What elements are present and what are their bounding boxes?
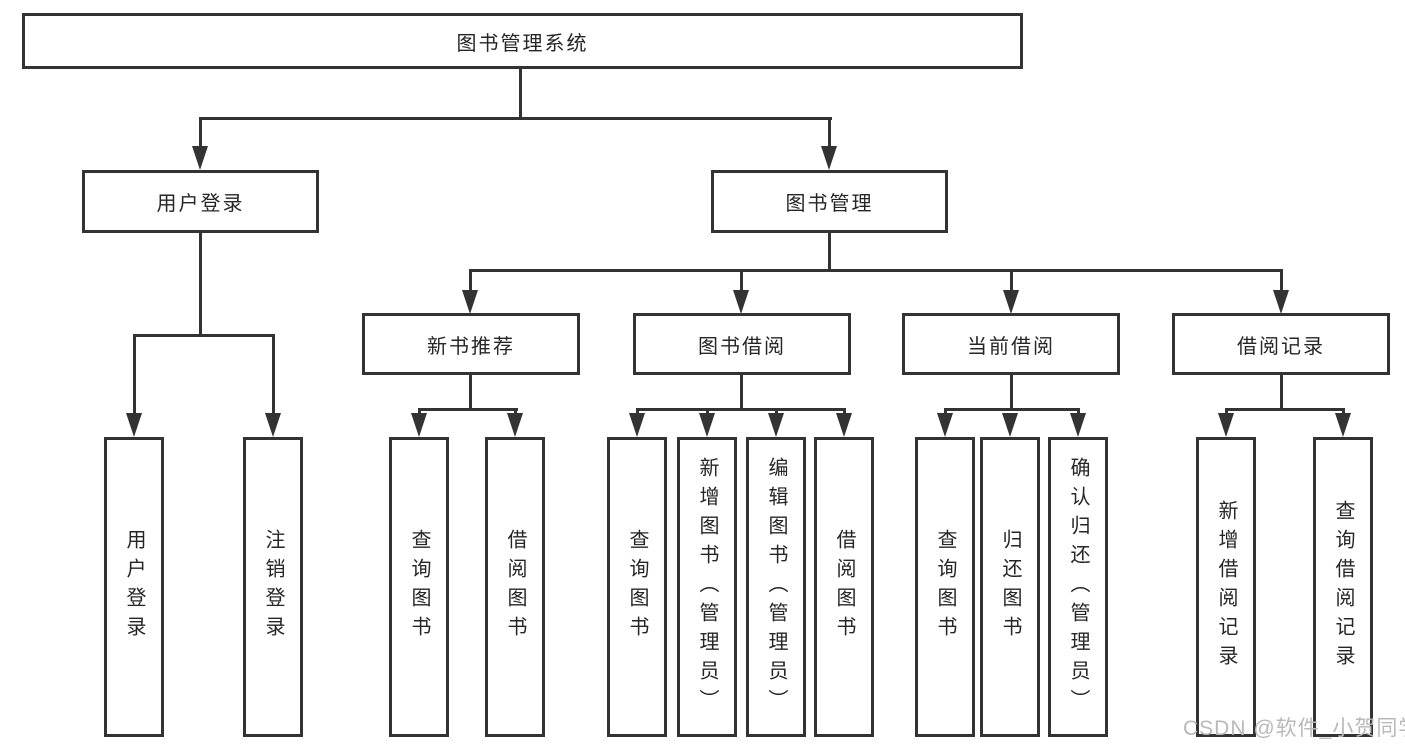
leaf-confirm-return-admin: 确认归还（管理员） (1048, 437, 1108, 737)
leaf-query-borrow-record: 查询借阅记录 (1313, 437, 1373, 737)
arrow-down-icon (629, 413, 645, 437)
arrow-down-icon (733, 290, 749, 314)
leaf-add-borrow-record: 新增借阅记录 (1196, 437, 1256, 737)
node-new-book-recommend: 新书推荐 (362, 313, 580, 375)
leaf-query-books-borrow: 查询图书 (607, 437, 667, 737)
node-book-borrow-label: 图书借阅 (698, 335, 786, 358)
connector-line (1225, 408, 1345, 411)
node-root-label: 图书管理系统 (456, 32, 589, 55)
node-current-borrow: 当前借阅 (902, 313, 1120, 375)
node-borrow-records: 借阅记录 (1172, 313, 1390, 375)
connector-line (1010, 269, 1013, 293)
connector-line (1280, 375, 1283, 411)
arrow-down-icon (1218, 413, 1234, 437)
leaf-confirm-return-admin-label: 确认归还（管理员） (1067, 456, 1089, 718)
leaf-borrow-books-label: 借阅图书 (833, 529, 855, 645)
leaf-borrow-books-recommend-label: 借阅图书 (504, 529, 526, 645)
connector-line (469, 269, 1283, 272)
arrow-down-icon (1070, 413, 1086, 437)
arrow-down-icon (411, 413, 427, 437)
node-new-book-recommend-label: 新书推荐 (427, 335, 515, 358)
arrow-down-icon (821, 146, 837, 170)
node-root: 图书管理系统 (22, 13, 1023, 69)
connector-line (740, 375, 743, 411)
connector-line (1280, 269, 1283, 293)
node-book-management-label: 图书管理 (785, 193, 874, 215)
connector-line (418, 408, 518, 411)
leaf-borrow-books-recommend: 借阅图书 (485, 437, 545, 737)
connector-line (828, 117, 831, 149)
connector-line (199, 233, 202, 337)
leaf-edit-books-admin: 编辑图书（管理员） (746, 437, 806, 737)
leaf-query-books-borrow-label: 查询图书 (626, 529, 648, 645)
arrow-down-icon (192, 146, 208, 170)
connector-line (133, 334, 136, 416)
leaf-logout: 注销登录 (243, 437, 303, 737)
node-user-login: 用户登录 (82, 170, 319, 233)
leaf-return-books-label: 归还图书 (999, 529, 1021, 645)
connector-line (944, 408, 1080, 411)
leaf-query-books-current-label: 查询图书 (934, 529, 956, 645)
node-borrow-records-label: 借阅记录 (1237, 335, 1325, 358)
node-current-borrow-label: 当前借阅 (967, 335, 1055, 358)
arrow-down-icon (1273, 290, 1289, 314)
arrow-down-icon (126, 413, 142, 437)
node-user-login-label: 用户登录 (156, 193, 245, 215)
leaf-query-books-recommend-label: 查询图书 (408, 529, 430, 645)
connector-line (199, 117, 832, 120)
connector-line (199, 117, 202, 149)
arrow-down-icon (1335, 413, 1351, 437)
node-book-borrow: 图书借阅 (633, 313, 851, 375)
leaf-query-borrow-record-label: 查询借阅记录 (1332, 500, 1354, 674)
arrow-down-icon (768, 413, 784, 437)
leaf-add-books-admin: 新增图书（管理员） (677, 437, 737, 737)
connector-line (519, 68, 522, 120)
leaf-logout-label: 注销登录 (262, 529, 284, 645)
arrow-down-icon (462, 290, 478, 314)
node-book-management: 图书管理 (711, 170, 948, 233)
connector-line (469, 375, 472, 411)
leaf-borrow-books: 借阅图书 (814, 437, 874, 737)
arrow-down-icon (937, 413, 953, 437)
arrow-down-icon (1003, 290, 1019, 314)
connector-line (272, 334, 275, 416)
arrow-down-icon (1002, 413, 1018, 437)
csdn-watermark: CSDN @软件_小贺同学 (1183, 717, 1405, 740)
connector-line (636, 408, 846, 411)
leaf-query-books-recommend: 查询图书 (389, 437, 449, 737)
leaf-add-books-admin-label: 新增图书（管理员） (696, 456, 718, 718)
arrow-down-icon (265, 413, 281, 437)
connector-line (740, 269, 743, 293)
leaf-edit-books-admin-label: 编辑图书（管理员） (765, 456, 787, 718)
connector-line (1010, 375, 1013, 411)
connector-line (469, 269, 472, 293)
connector-line (828, 233, 831, 272)
connector-line (133, 334, 275, 337)
leaf-user-login: 用户登录 (104, 437, 164, 737)
arrow-down-icon (507, 413, 523, 437)
leaf-user-login-label: 用户登录 (123, 529, 145, 645)
leaf-return-books: 归还图书 (980, 437, 1040, 737)
arrow-down-icon (836, 413, 852, 437)
leaf-add-borrow-record-label: 新增借阅记录 (1215, 500, 1237, 674)
arrow-down-icon (699, 413, 715, 437)
leaf-query-books-current: 查询图书 (915, 437, 975, 737)
